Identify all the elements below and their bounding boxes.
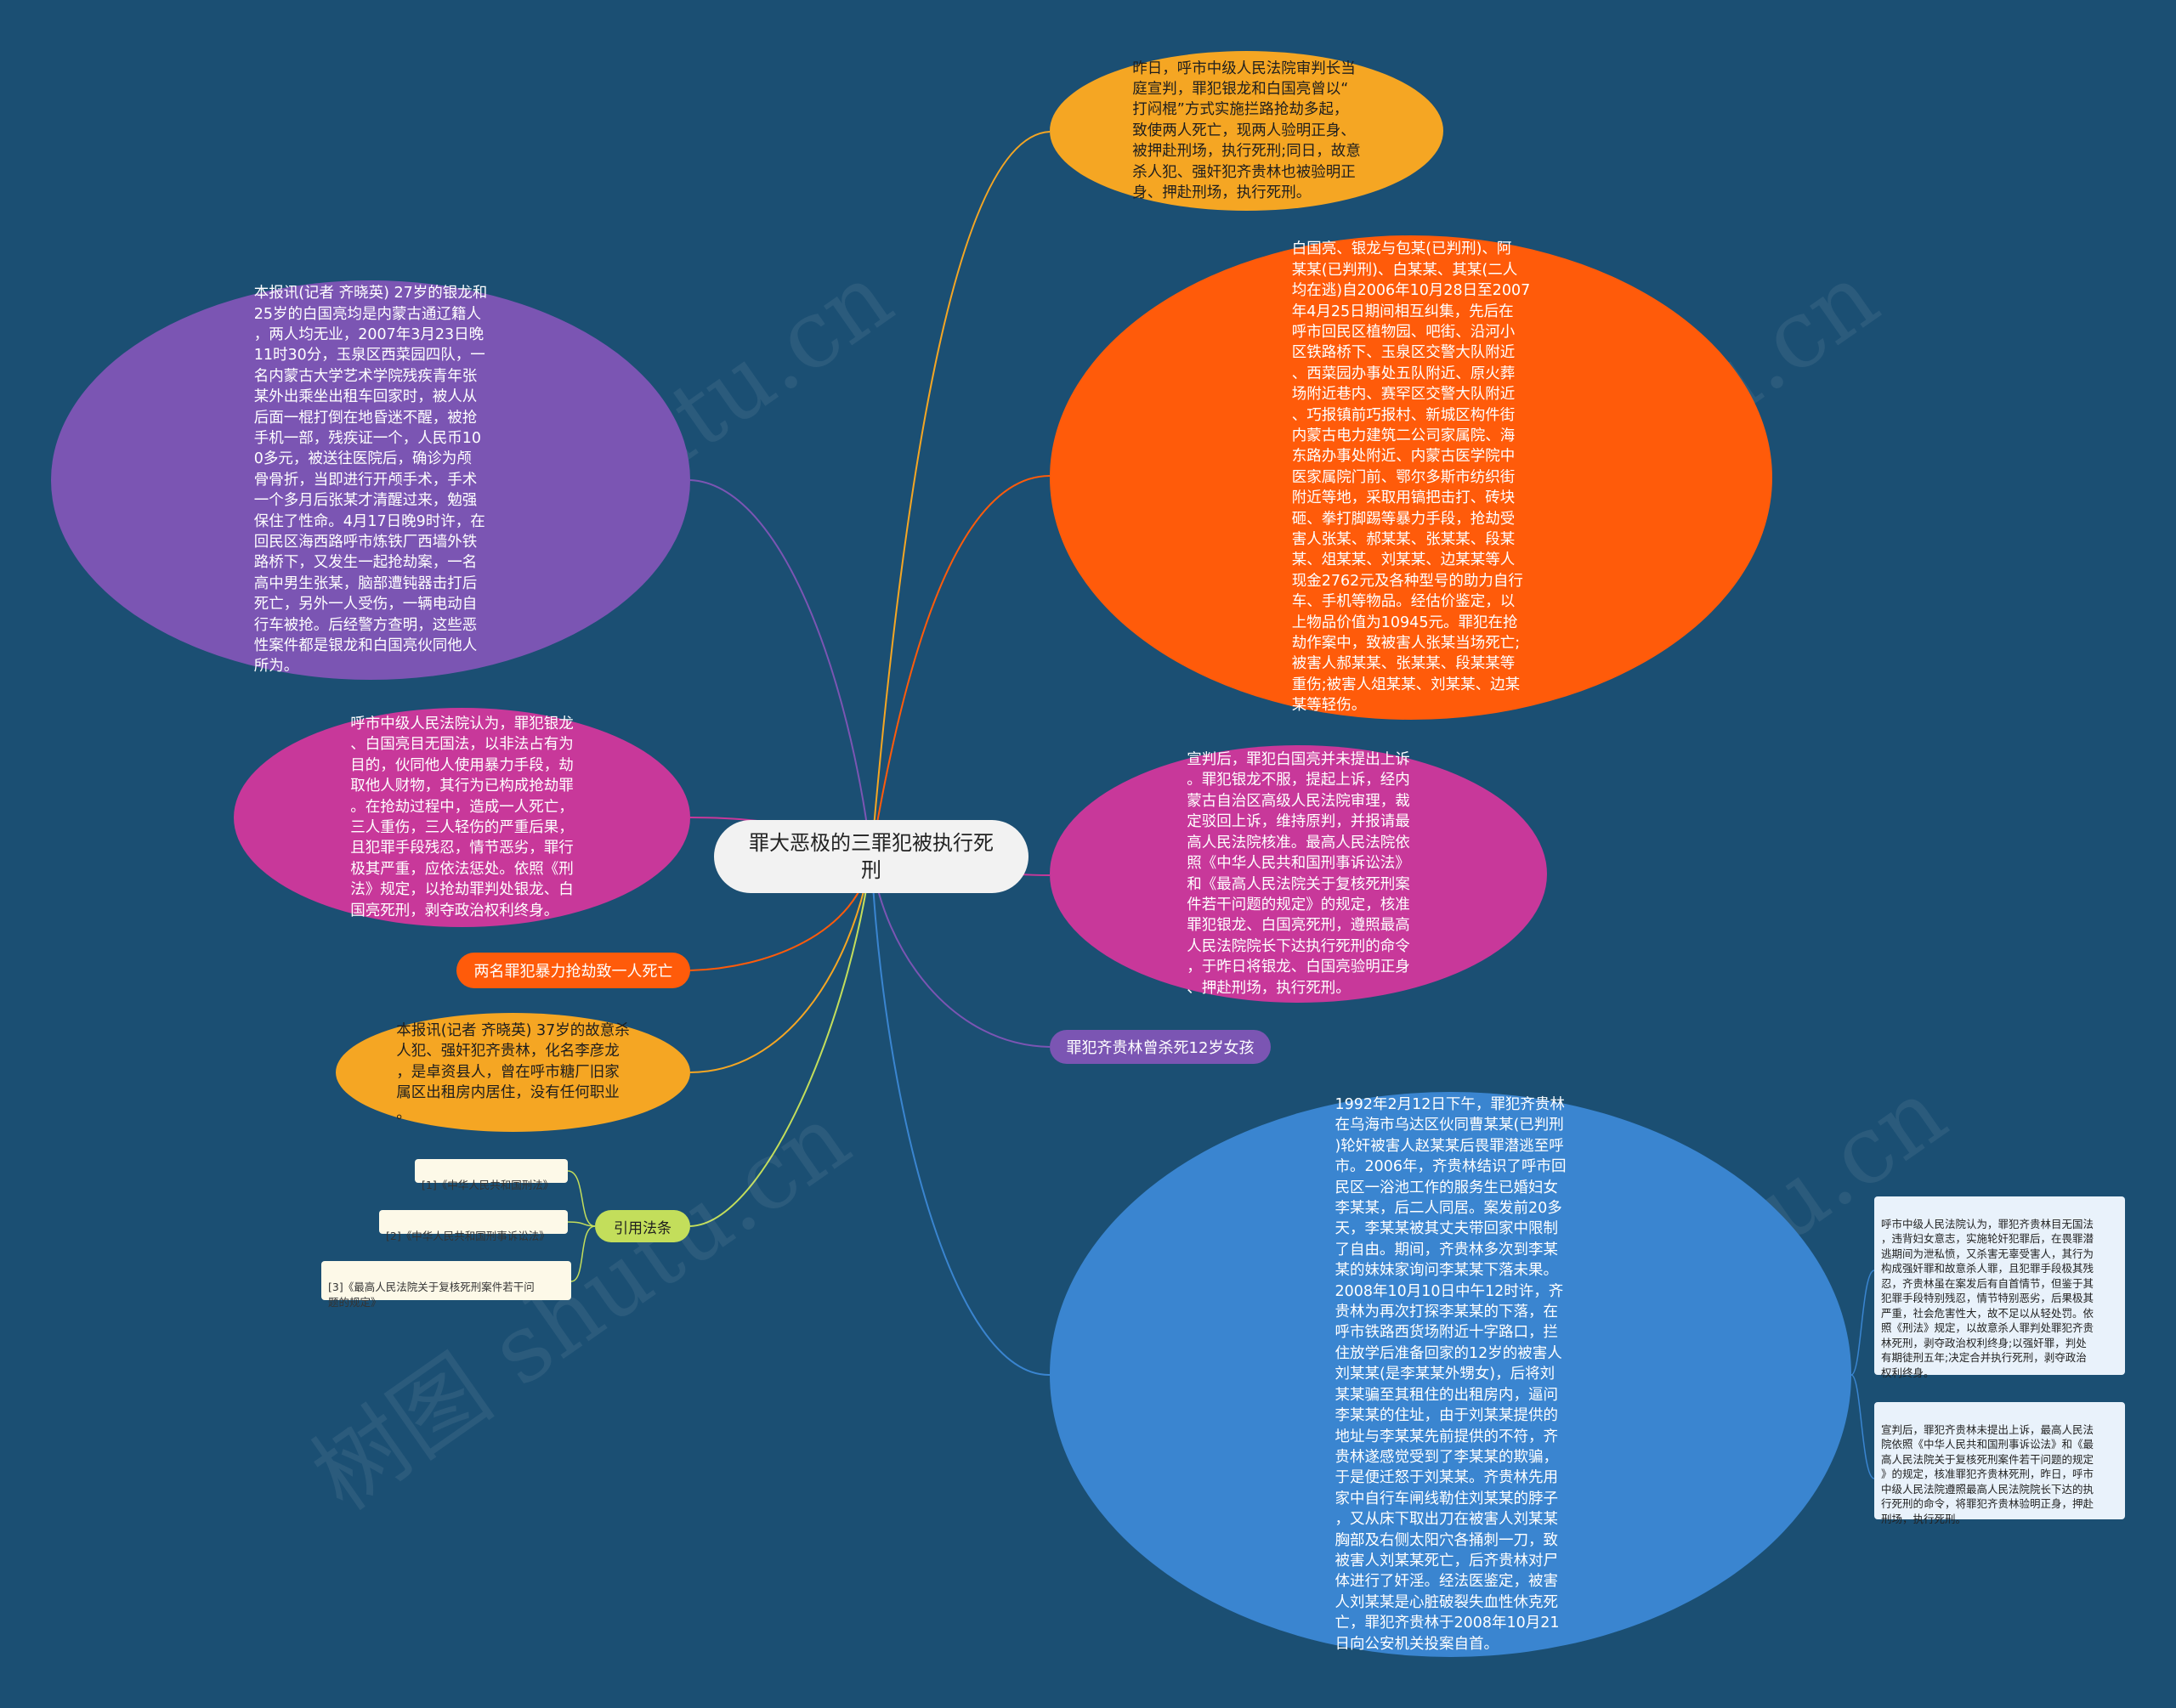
note-execution-qi-text: 宣判后，罪犯齐贵林未提出上诉，最高人民法 院依照《中华人民共和国刑事诉讼法》和《… [1881, 1422, 2094, 1525]
note-execution-qi[interactable]: 宣判后，罪犯齐贵林未提出上诉，最高人民法 院依照《中华人民共和国刑事诉讼法》和《… [1874, 1402, 2125, 1525]
link-side-2 [1850, 1374, 1875, 1479]
note-court-ruling-qi-text: 呼市中级人民法院认为，罪犯齐贵林目无国法 ，违背妇女意志，实施轮奸犯罪后，在畏罪… [1881, 1217, 2094, 1379]
node-verdict-summary[interactable]: 昨日，呼市中级人民法院审判长当 庭宣判，罪犯银龙和白国亮曾以“ 打闷棍”方式实施… [1050, 51, 1443, 211]
link-top-right [870, 131, 1051, 857]
link-left-purple [689, 479, 872, 857]
topic-cited-laws[interactable]: 引用法条 [595, 1210, 690, 1242]
law-item-criminal-law[interactable]: [1]《中华人民共和国刑法》 [415, 1159, 568, 1191]
link-right-red [870, 475, 1051, 857]
topic-qi-guilin-murder[interactable]: 罪犯齐贵林曾杀死12岁女孩 [1050, 1030, 1271, 1064]
node-news-report-qi-text: 本报讯(记者 齐晓英) 37岁的故意杀 人犯、强奸犯齐贵林，化名李彦龙 ，是卓资… [396, 1021, 630, 1123]
note-court-ruling-qi[interactable]: 呼市中级人民法院认为，罪犯齐贵林目无国法 ，违背妇女意志，实施轮奸犯罪后，在畏罪… [1874, 1196, 2125, 1379]
node-court-ruling-robbery[interactable]: 呼市中级人民法院认为，罪犯银龙 、白国亮目无国法，以非法占有为 目的，伙同他人使… [234, 708, 690, 927]
law-item-procedure-law[interactable]: [2]《中华人民共和国刑事诉讼法》 [379, 1210, 568, 1242]
link-lime [689, 856, 872, 1227]
link-law-3 [570, 1225, 596, 1282]
law-item-criminal-law-text: [1]《中华人民共和国刑法》 [422, 1179, 554, 1191]
topic-robbery-death[interactable]: 两名罪犯暴力抢劫致一人死亡 [456, 953, 690, 988]
link-right-pill [870, 856, 1051, 1048]
topic-cited-laws-label: 引用法条 [614, 1219, 672, 1237]
law-item-review-rules[interactable]: [3]《最高人民法院关于复核死刑案件若干问 题的规定》 [321, 1261, 571, 1309]
link-law-1 [567, 1170, 596, 1227]
node-news-report-robbery[interactable]: 本报讯(记者 齐晓英) 27岁的银龙和 25岁的白国亮均是内蒙古通辽籍人 ，两人… [51, 280, 690, 680]
node-court-ruling-robbery-text: 呼市中级人民法院认为，罪犯银龙 、白国亮目无国法，以非法占有为 目的，伙同他人使… [350, 715, 574, 919]
node-robbery-details-text: 白国亮、银龙与包某(已判刑)、阿 某某(已判刑)、白某某、其某(二人 均在逃)自… [1291, 240, 1531, 715]
topic-robbery-death-label: 两名罪犯暴力抢劫致一人死亡 [473, 963, 673, 981]
law-item-review-rules-text: [3]《最高人民法院关于复核死刑案件若干问 题的规定》 [328, 1281, 535, 1309]
node-robbery-details[interactable]: 白国亮、银龙与包某(已判刑)、阿 某某(已判刑)、白某某、其某(二人 均在逃)自… [1050, 235, 1772, 720]
link-side-1 [1850, 1270, 1875, 1376]
node-qi-guilin-case[interactable]: 1992年2月12日下午，罪犯齐贵林 在乌海市乌达区伙同曹某某(已判刑 )轮奸被… [1050, 1092, 1851, 1657]
node-news-report-robbery-text: 本报讯(记者 齐晓英) 27岁的银龙和 25岁的白国亮均是内蒙古通辽籍人 ，两人… [253, 285, 488, 676]
link-blue [870, 856, 1051, 1377]
node-qi-guilin-case-text: 1992年2月12日下午，罪犯齐贵林 在乌海市乌达区伙同曹某某(已判刑 )轮奸被… [1334, 1096, 1567, 1653]
node-appeal-approval[interactable]: 宣判后，罪犯白国亮并未提出上诉 。罪犯银龙不服，提起上诉，经内 蒙古自治区高级人… [1050, 745, 1547, 1003]
link-left-yellow [689, 856, 872, 1073]
node-verdict-summary-text: 昨日，呼市中级人民法院审判长当 庭宣判，罪犯银龙和白国亮曾以“ 打闷棍”方式实施… [1132, 59, 1361, 202]
law-item-procedure-law-text: [2]《中华人民共和国刑事诉讼法》 [386, 1230, 550, 1242]
center-topic[interactable]: 罪大恶极的三罪犯被执行死刑 [714, 820, 1028, 893]
node-news-report-qi[interactable]: 本报讯(记者 齐晓英) 37岁的故意杀 人犯、强奸犯齐贵林，化名李彦龙 ，是卓资… [336, 1013, 690, 1132]
node-appeal-approval-text: 宣判后，罪犯白国亮并未提出上诉 。罪犯银龙不服，提起上诉，经内 蒙古自治区高级人… [1187, 751, 1410, 997]
topic-qi-guilin-murder-label: 罪犯齐贵林曾杀死12岁女孩 [1066, 1039, 1255, 1057]
